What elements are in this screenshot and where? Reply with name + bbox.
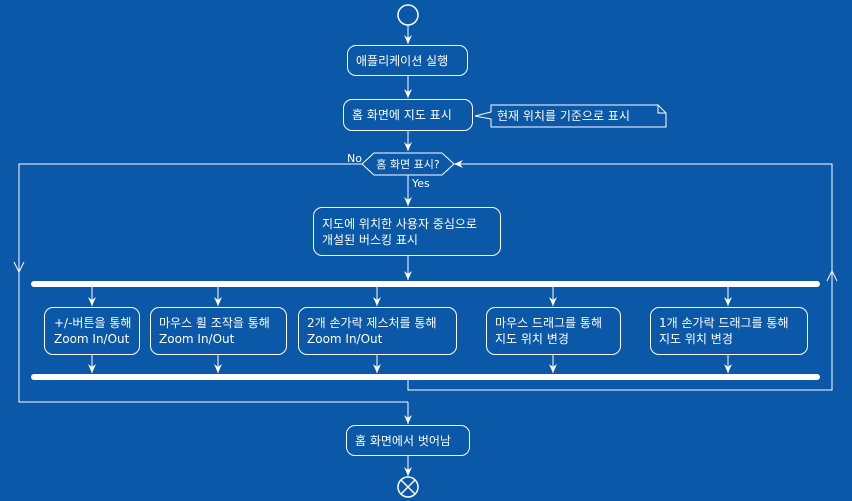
join-bar <box>31 374 820 380</box>
decision-yes-label: Yes <box>412 177 430 190</box>
action-busking-line2: 개설된 버스킹 표시 <box>322 232 418 247</box>
branch-zoom-buttons: +/-버튼을 통해 Zoom In/Out <box>44 307 140 355</box>
branch-5-line2: 지도 위치 변경 <box>659 332 733 346</box>
decision-label: 홈 화면 표시? <box>376 158 440 171</box>
branch-4-line2: 지도 위치 변경 <box>495 332 569 346</box>
action-leave-home-label: 홈 화면에서 벗어남 <box>355 433 451 448</box>
note-label: 현재 위치를 기준으로 표시 <box>497 109 630 123</box>
edge-back-loop <box>407 160 833 391</box>
back-loop-arrowhead <box>826 269 838 282</box>
branch-1-line2: Zoom In/Out <box>54 332 130 346</box>
branch-1-line1: +/-버튼을 통해 <box>54 316 132 330</box>
note-fold <box>657 105 666 114</box>
no-loop-arrowhead <box>13 261 25 274</box>
branch-zoom-wheel: 마우스 휠 조작을 통해 Zoom In/Out <box>150 307 287 355</box>
branch-3-line2: Zoom In/Out <box>307 332 383 346</box>
note-shape <box>474 104 667 128</box>
edge-no-loop <box>18 163 408 403</box>
action-show-map: 홈 화면에 지도 표시 <box>343 99 473 131</box>
branch-5-line1: 1개 손가락 드래그를 통해 <box>659 316 789 330</box>
action-busking: 지도에 위치한 사용자 중심으로 개설된 버스킹 표시 <box>313 207 501 256</box>
action-show-map-label: 홈 화면에 지도 표시 <box>352 108 452 122</box>
start-node <box>397 4 419 26</box>
branch-finger-drag: 1개 손가락 드래그를 통해 지도 위치 변경 <box>650 307 808 355</box>
action-leave-home: 홈 화면에서 벗어남 <box>346 425 470 456</box>
fork-bar <box>31 281 820 287</box>
action-launch-label: 애플리케이션 실행 <box>356 53 449 68</box>
action-launch: 애플리케이션 실행 <box>347 45 468 76</box>
branch-2-line1: 마우스 휠 조작을 통해 <box>159 316 270 330</box>
decision-no-label: No <box>347 152 362 165</box>
end-node <box>397 476 419 498</box>
action-busking-line1: 지도에 위치한 사용자 중심으로 <box>322 216 477 231</box>
branch-2-line2: Zoom In/Out <box>159 332 235 346</box>
branch-3-line1: 2개 손가락 제스처를 통해 <box>307 316 437 330</box>
branch-zoom-gesture: 2개 손가락 제스처를 통해 Zoom In/Out <box>298 307 457 355</box>
branch-mouse-drag: 마우스 드래그를 통해 지도 위치 변경 <box>486 307 621 355</box>
branch-4-line1: 마우스 드래그를 통해 <box>495 316 602 330</box>
